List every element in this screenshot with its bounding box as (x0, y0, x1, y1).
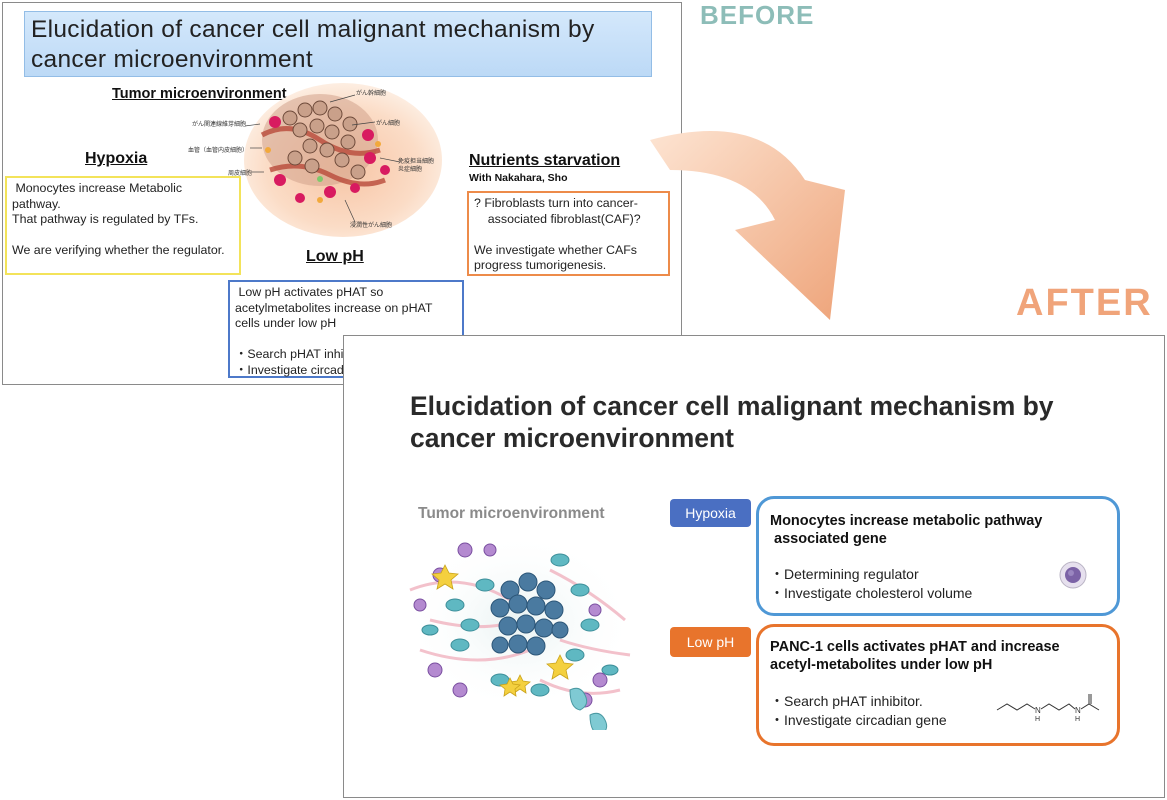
before-nutrients-subheading: With Nakahara, Sho (469, 172, 568, 184)
before-hypoxia-heading: Hypoxia (85, 150, 148, 167)
before-slide-title: Elucidation of cancer cell malignant mec… (24, 11, 652, 77)
before-label-vessel: 血管（血管内皮細胞） (188, 148, 249, 154)
before-label-caf: がん関連線維芽細胞 (192, 122, 247, 128)
before-label-pericyte: 周皮細胞 (228, 171, 253, 177)
before-label-cancer-stem-cell: がん幹細胞 (356, 91, 387, 97)
after-label: AFTER (1016, 282, 1153, 324)
svg-text:N: N (1075, 706, 1081, 715)
before-label: BEFORE (700, 0, 815, 30)
after-tumor-illustration (405, 532, 635, 730)
after-slide-title: Elucidation of cancer cell malignant mec… (410, 391, 1054, 453)
after-tumor-label: Tumor microenvironment (418, 505, 605, 522)
before-hypoxia-box: Monocytes increase Metabolic pathway. Th… (5, 176, 241, 275)
lowph-card (756, 624, 1120, 746)
lowph-tag: Low pH (670, 627, 751, 657)
before-tumor-heading: Tumor microenvironment (112, 86, 287, 102)
svg-text:N: N (1035, 706, 1041, 715)
hypoxia-heading-line2: associated gene (770, 531, 887, 547)
before-label-immune: 免疫担当細胞 (398, 159, 435, 165)
before-label-invasive: 浸潤性がん細胞 (350, 223, 393, 229)
hypoxia-tag: Hypoxia (670, 499, 751, 527)
before-nutrients-box: ? Fibroblasts turn into cancer- associat… (467, 191, 670, 276)
hypoxia-card (756, 496, 1120, 616)
monocyte-cell-icon (1059, 561, 1087, 589)
hypoxia-bullet-regulator: ・Determining regulator (770, 566, 919, 582)
svg-text:H: H (1035, 716, 1040, 723)
svg-text:H: H (1075, 716, 1080, 723)
before-nutrients-heading: Nutrients starvation (469, 152, 621, 169)
lowph-heading-line2: acetyl-metabolites under low pH (770, 657, 993, 673)
lowph-bullet-inhibitor: ・Search pHAT inhibitor. (770, 693, 923, 709)
hypoxia-bullet-cholesterol: ・Investigate cholesterol volume (770, 585, 973, 601)
before-label-inflammatory: 炎症細胞 (398, 167, 423, 173)
lowph-bullet-circadian: ・Investigate circadian gene (770, 712, 947, 728)
hypoxia-heading-line1: Monocytes increase metabolic pathway (770, 513, 1043, 529)
transition-arrow-icon (650, 131, 845, 320)
before-lowph-heading: Low pH (306, 248, 364, 265)
before-tumor-illustration (244, 83, 442, 237)
lowph-heading-line1: PANC-1 cells activates pHAT and increase (770, 639, 1060, 655)
chemical-structure-icon: N H N H (996, 694, 1100, 723)
before-label-cancer-cell: がん細胞 (376, 121, 401, 127)
